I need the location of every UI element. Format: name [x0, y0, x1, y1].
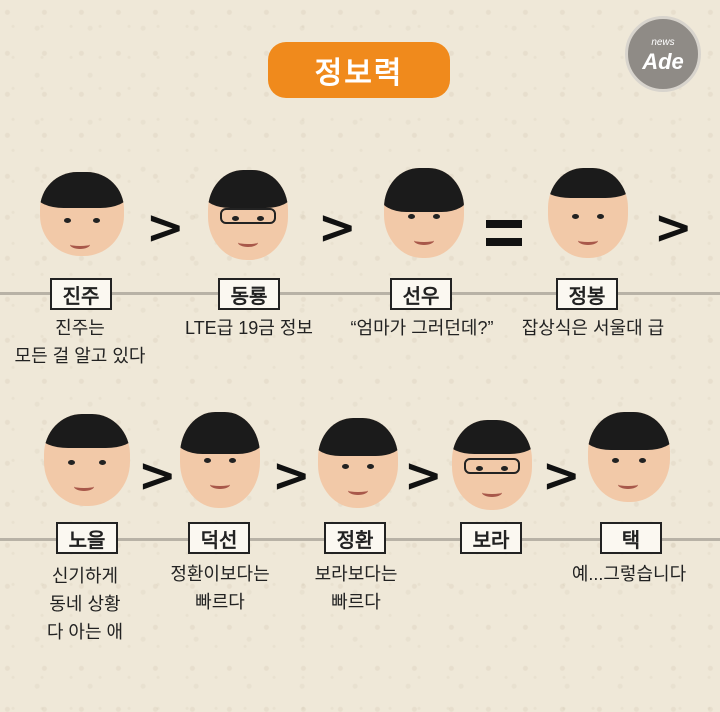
face-junghwan [318, 418, 398, 508]
name-label: 덕선 [188, 522, 250, 554]
logo-big-text: Ade [642, 49, 684, 74]
row1-timeline [0, 292, 720, 295]
name-label: 택 [600, 522, 662, 554]
name-label: 정환 [324, 522, 386, 554]
person-description: “엄마가 그러던데?” [350, 318, 494, 338]
face-noeul [44, 414, 130, 506]
person-description: LTE급 19금 정보 [185, 318, 313, 338]
connector-arrow: > [654, 200, 693, 254]
connector-arrow: > [542, 448, 581, 502]
connector-arrow: > [318, 200, 357, 254]
name-label: 정봉 [556, 278, 618, 310]
logo-small-text: news [651, 37, 675, 48]
news-ade-logo: news Ade [625, 16, 701, 92]
name-label: 동룡 [218, 278, 280, 310]
name-label: 진주 [50, 278, 112, 310]
face-sunwoo [384, 168, 464, 258]
connector-equals [486, 220, 522, 246]
connector-arrow: > [272, 448, 311, 502]
name-label: 선우 [390, 278, 452, 310]
person-description: 신기하게 동네 상황 다 아는 애 [46, 566, 124, 642]
face-jinju [40, 172, 124, 256]
face-jungbong [548, 168, 628, 258]
face-bora [452, 420, 532, 510]
title-text: 정보력 [314, 57, 404, 90]
person-description: 정환이보다는 빠르다 [170, 564, 270, 612]
face-dongryong [208, 170, 288, 260]
person-description: 예...그렇습니다 [571, 564, 687, 584]
connector-arrow: > [404, 448, 443, 502]
name-label: 노을 [56, 522, 118, 554]
connector-arrow: > [138, 448, 177, 502]
title-banner: 정보력 [268, 42, 450, 98]
person-description: 보라보다는 빠르다 [314, 564, 398, 612]
name-label: 보라 [460, 522, 522, 554]
face-deoksun [180, 412, 260, 508]
face-taek [588, 412, 670, 502]
person-description: 잡상식은 서울대 급 [521, 318, 665, 338]
connector-arrow: > [146, 200, 185, 254]
person-description: 진주는 모든 걸 알고 있다 [14, 318, 146, 366]
